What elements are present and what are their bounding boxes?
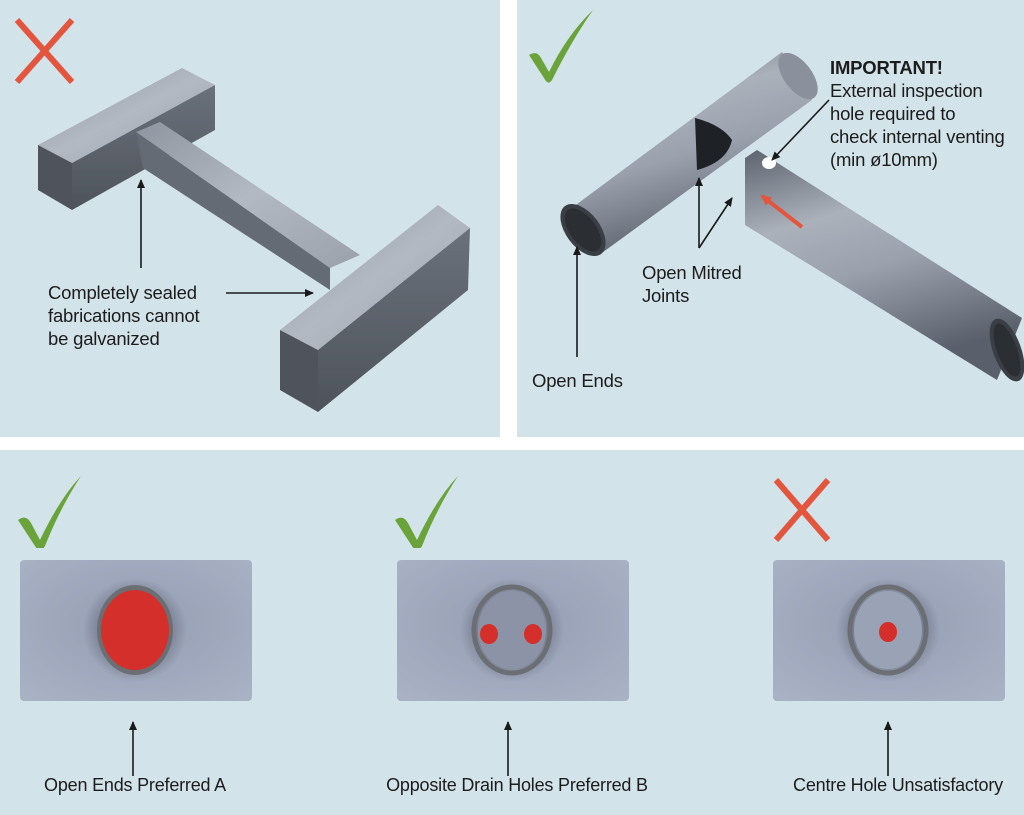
open-end-hole <box>101 590 169 670</box>
mitre-opening <box>695 118 732 170</box>
mitred-tube-illustration <box>529 10 1024 382</box>
note-line: hole required to <box>830 103 956 124</box>
caption-opposite-drain-holes: Opposite Drain Holes Preferred B <box>386 775 648 795</box>
panel-sealed-fabrication: Completely sealed fabrications cannot be… <box>0 0 500 437</box>
plate-centre-hole <box>773 560 1005 701</box>
label-line: Joints <box>642 285 690 306</box>
arrow-mitre-2 <box>698 197 733 249</box>
connecting-bar <box>136 122 360 290</box>
label-line: Open Mitred <box>642 262 742 283</box>
red-arrow <box>760 194 804 229</box>
label-line: Completely sealed <box>48 282 197 303</box>
check-icon <box>529 10 593 83</box>
right-end-box <box>280 205 470 412</box>
sealed-i-beam-illustration <box>14 18 470 412</box>
plate-two-holes <box>397 560 629 701</box>
horizontal-tube <box>560 52 818 257</box>
plate-open-end <box>20 560 252 701</box>
drain-hole-left <box>480 624 498 644</box>
cross-icon <box>14 18 75 84</box>
panel-vent-hole-options: Open Ends Preferred A Opposite Drain Hol… <box>0 450 1024 815</box>
note-line: External inspection <box>830 80 983 101</box>
open-ends-label: Open Ends <box>532 370 623 391</box>
arrow-up-icon <box>884 721 892 776</box>
check-icon <box>395 476 458 548</box>
important-heading: IMPORTANT! <box>830 57 943 78</box>
label-line: be galvanized <box>48 328 160 349</box>
sealed-fabrication-label: Completely sealed fabrications cannot be… <box>48 281 200 350</box>
caption-centre-hole: Centre Hole Unsatisfactory <box>793 775 1003 795</box>
angled-tube <box>745 150 1024 382</box>
centre-hole <box>879 622 897 642</box>
check-icon <box>18 476 81 548</box>
arrow-to-inspection-hole <box>771 99 830 161</box>
note-line: (min ø10mm) <box>830 149 938 170</box>
important-note: IMPORTANT! External inspection hole requ… <box>830 56 1005 171</box>
open-mitred-joints-label: Open Mitred Joints <box>642 261 742 307</box>
arrow-up-icon <box>129 721 137 776</box>
drain-hole-right <box>524 624 542 644</box>
cross-icon <box>773 478 831 542</box>
arrow-up-icon <box>504 721 512 776</box>
note-line: check internal venting <box>830 126 1005 147</box>
panel-open-mitred-joints: IMPORTANT! External inspection hole requ… <box>517 0 1024 437</box>
caption-open-ends: Open Ends Preferred A <box>44 775 226 795</box>
label-line: fabrications cannot <box>48 305 200 326</box>
